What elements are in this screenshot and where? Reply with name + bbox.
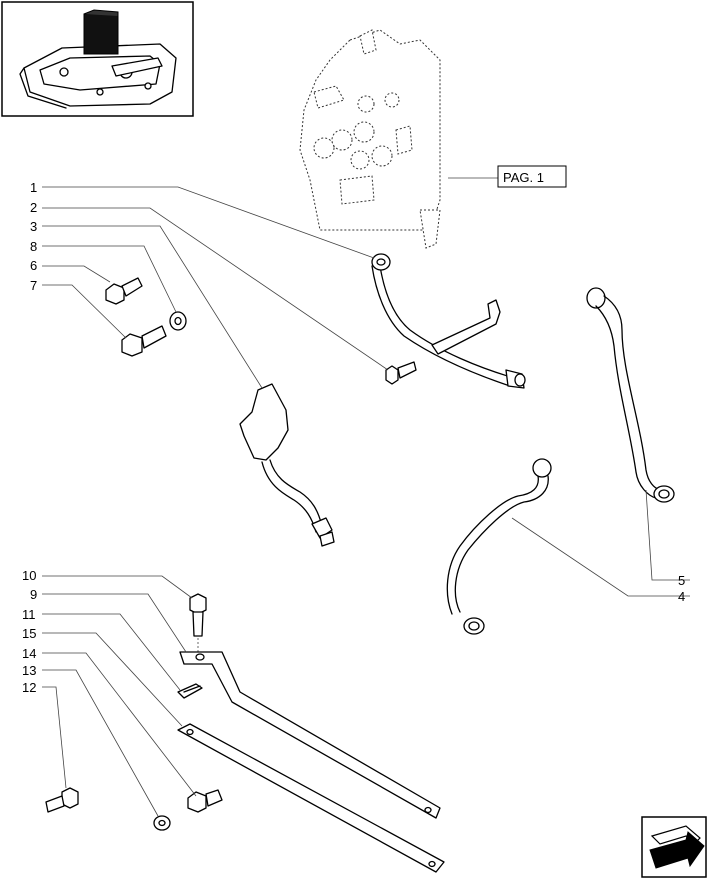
part-13-nut[interactable] [153,815,171,831]
callout-1: 1 [30,180,37,195]
callout-2: 2 [30,200,37,215]
callout-13: 13 [22,663,36,678]
part-3-tube[interactable] [239,383,335,547]
callout-4: 4 [678,589,685,604]
callout-numbers: 1 2 3 8 6 7 5 4 10 9 11 15 14 13 12 [22,180,685,695]
tractor-lift-cover-icon[interactable] [1,1,194,117]
part-6-bolt[interactable] [105,277,143,305]
part-14-stud[interactable] [187,789,223,813]
part-2-bolt[interactable] [385,361,417,385]
callout-11: 11 [22,607,36,622]
callout-10: 10 [22,568,36,583]
callout-12: 12 [22,680,36,695]
part-8-washer[interactable] [169,311,187,331]
part-1-tube[interactable] [371,253,526,389]
page-reference[interactable]: PAG. 1 [448,165,567,188]
leader-lines [42,186,690,817]
callout-5: 5 [678,573,685,588]
next-page-arrow-icon[interactable] [641,816,707,878]
part-15-strap[interactable] [177,723,445,873]
part-10-bolt[interactable] [189,593,207,654]
part-7-bolt[interactable] [121,325,167,357]
callout-3: 3 [30,219,37,234]
part-11-clip[interactable] [177,683,203,699]
part-12-bolt[interactable] [45,787,79,813]
part-9-bracket[interactable] [179,651,441,819]
callout-7: 7 [30,278,37,293]
callout-8: 8 [30,239,37,254]
callout-6: 6 [30,258,37,273]
page-reference-label: PAG. 1 [503,170,544,185]
reference-valve-outline [299,29,441,249]
callout-9: 9 [30,587,37,602]
callout-15: 15 [22,626,36,641]
part-5-tube[interactable] [586,287,675,503]
part-4-tube[interactable] [446,458,552,635]
callout-14: 14 [22,646,36,661]
